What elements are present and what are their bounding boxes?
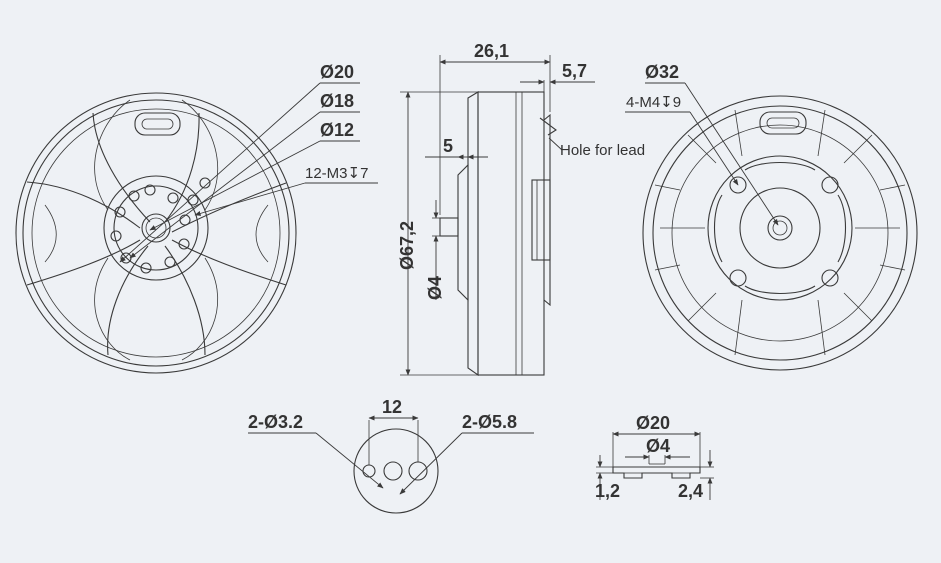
shaft-d4-label: Ø4: [646, 436, 670, 456]
rear-arms: [654, 109, 906, 356]
side-diameter-label: Ø67,2: [397, 221, 417, 270]
shaft-h1-label: 1,2: [595, 481, 620, 501]
side-lead-label: Hole for lead: [560, 142, 645, 159]
lead-spacing-label: 12: [382, 397, 402, 417]
shaft-h2-label: 2,4: [678, 481, 703, 501]
lead-hole-view: 12 2-Ø3.2 2-Ø5.8: [248, 397, 534, 514]
shaft-d20-label: Ø20: [636, 413, 670, 433]
front-view: Ø20 Ø18 Ø12 12-M3↧7: [15, 62, 378, 374]
side-step-label: 5: [443, 136, 453, 156]
side-view: 26,1 5,7 5 Ø67,2 Ø4 Hole for lead: [397, 41, 645, 377]
front-d20-label: Ø20: [320, 62, 354, 82]
side-shaft-label: Ø4: [425, 276, 445, 300]
front-spokes: [26, 99, 287, 361]
front-d18-label: Ø18: [320, 91, 354, 111]
shaft-detail: Ø20 Ø4 1,2 2,4: [595, 413, 714, 501]
front-d12-label: Ø12: [320, 120, 354, 140]
lead-large-label: 2-Ø5.8: [462, 412, 517, 432]
rear-view: Ø32 4-M4↧9: [625, 62, 918, 371]
rear-d32-label: Ø32: [645, 62, 679, 82]
front-holes-label: 12-M3↧7: [305, 165, 368, 182]
side-flange-label: 5,7: [562, 61, 587, 81]
rear-mount-holes: [729, 176, 839, 287]
lead-small-label: 2-Ø3.2: [248, 412, 303, 432]
side-length-label: 26,1: [474, 41, 509, 61]
rear-holes-label: 4-M4↧9: [626, 94, 681, 111]
